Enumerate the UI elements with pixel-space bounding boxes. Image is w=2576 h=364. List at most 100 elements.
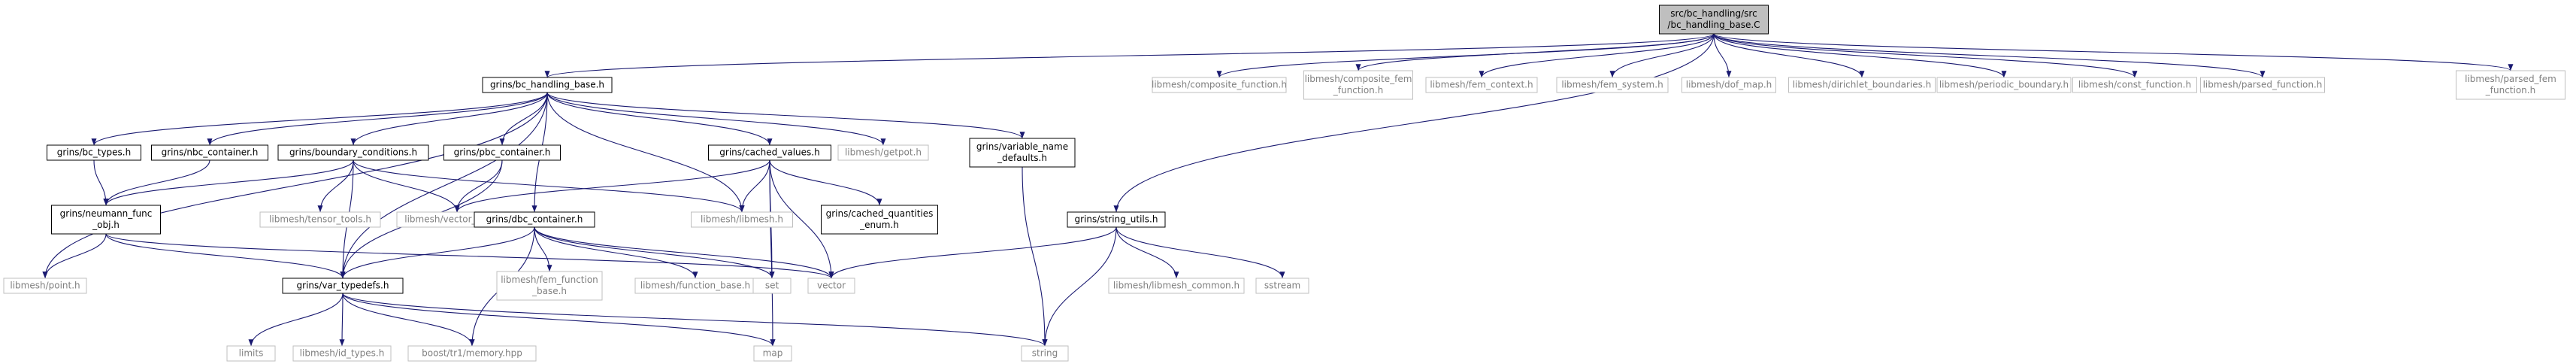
edge-var_typedefs_h-to-limits xyxy=(248,293,344,347)
node-label: libmesh/parsed_function.h xyxy=(2203,80,2323,90)
node-boundary_conditions_h[interactable]: grins/boundary_conditions.h xyxy=(277,144,429,161)
edge-neumann_func_obj_h-to-var_typedefs_h xyxy=(105,233,346,279)
node-box xyxy=(1255,278,1309,294)
node-label: /bc_handling_base.C xyxy=(1667,20,1760,30)
edge-bc_handling_base_h-to-cached_values_h xyxy=(546,92,773,146)
edge-boundary_conditions_h-to-libmesh_h xyxy=(353,159,745,213)
node-var_typedefs_h[interactable]: grins/var_typedefs.h xyxy=(282,278,404,294)
node-box xyxy=(1659,5,1769,35)
node-string[interactable]: string xyxy=(1021,345,1069,362)
node-parsed_function_h[interactable]: libmesh/parsed_function.h xyxy=(2200,77,2325,93)
node-composite_fem_function_h[interactable]: libmesh/composite_fem_function.h xyxy=(1303,70,1413,100)
edge-var_typedefs_h-to-memory_hpp xyxy=(342,293,475,347)
edge-dbc_container_h-to-vector xyxy=(534,226,834,279)
node-libmesh_h[interactable]: libmesh/libmesh.h xyxy=(691,211,793,228)
edge-bc_handling_base_h-to-var_typedefs_h xyxy=(340,92,548,279)
edge-boundary_conditions_h-to-neumann_func_obj_h xyxy=(103,159,354,206)
edge-nbc_container_h-to-neumann_func_obj_h xyxy=(103,159,210,206)
edge-root-to-periodic_boundary_h xyxy=(1713,33,2007,78)
node-composite_function_h[interactable]: libmesh/composite_function.h xyxy=(1152,77,1287,93)
node-libmesh_common_h[interactable]: libmesh/libmesh_common.h xyxy=(1108,278,1245,294)
node-id_types_h[interactable]: libmesh/id_types.h xyxy=(292,345,392,362)
node-box xyxy=(226,345,276,362)
edge-string_utils_h-to-string xyxy=(1042,226,1117,347)
node-dof_map_h[interactable]: libmesh/dof_map.h xyxy=(1682,77,1776,93)
node-label: limits xyxy=(239,348,264,359)
node-periodic_boundary_h[interactable]: libmesh/periodic_boundary.h xyxy=(1936,77,2072,93)
node-label: grins/boundary_conditions.h xyxy=(289,147,417,158)
edge-string_utils_h-to-libmesh_common_h xyxy=(1115,226,1179,279)
node-root[interactable]: src/bc_handling/src/bc_handling_base.C xyxy=(1659,5,1769,35)
node-box xyxy=(47,144,141,161)
node-parsed_fem_function_h[interactable]: libmesh/parsed_fem_function.h xyxy=(2456,70,2565,100)
node-tensor_tools_h[interactable]: libmesh/tensor_tools.h xyxy=(259,211,381,228)
node-fem_context_h[interactable]: libmesh/fem_context.h xyxy=(1425,77,1538,93)
edge-cached_values_h-to-cached_quantities_enum_h xyxy=(769,159,882,206)
node-nbc_container_h[interactable]: grins/nbc_container.h xyxy=(151,144,268,161)
node-label: _function.h xyxy=(1333,85,1383,96)
node-label: map xyxy=(763,348,783,359)
node-box xyxy=(837,144,929,161)
node-cached_quantities_enum_h[interactable]: grins/cached_quantities_enum.h xyxy=(821,205,938,235)
edge-root-to-parsed_function_h xyxy=(1713,33,2266,78)
edge-root-to-composite_fem_function_h xyxy=(1355,33,1715,71)
node-label: grins/variable_name xyxy=(976,141,1068,152)
node-box xyxy=(1682,77,1776,93)
edge-bc_types_h-to-neumann_func_obj_h xyxy=(93,159,109,206)
node-point_h[interactable]: libmesh/point.h xyxy=(3,278,87,294)
node-box xyxy=(1788,77,1936,93)
edge-root-to-composite_function_h xyxy=(1216,33,1715,78)
edge-root-to-fem_context_h xyxy=(1479,33,1715,78)
node-variable_name_defaults_h[interactable]: grins/variable_name_defaults.h xyxy=(969,138,1076,168)
node-label: libmesh/fem_system.h xyxy=(1561,80,1663,90)
node-label: grins/cached_quantities xyxy=(826,208,934,219)
node-box xyxy=(1425,77,1538,93)
node-label: libmesh/dof_map.h xyxy=(1686,80,1772,90)
node-bc_types_h[interactable]: grins/bc_types.h xyxy=(47,144,141,161)
node-vector[interactable]: vector xyxy=(807,278,855,294)
node-box xyxy=(2072,77,2197,93)
node-box xyxy=(292,345,392,362)
edge-dbc_container_h-to-var_typedefs_h xyxy=(340,226,535,279)
node-label: _obj.h xyxy=(92,220,120,230)
node-label: libmesh/composite_fem xyxy=(1305,74,1412,84)
node-string_utils_h[interactable]: grins/string_utils.h xyxy=(1067,211,1166,228)
node-fem_system_h[interactable]: libmesh/fem_system.h xyxy=(1556,77,1669,93)
node-neumann_func_obj_h[interactable]: grins/neumann_func_obj.h xyxy=(51,205,161,235)
node-function_base_h[interactable]: libmesh/function_base.h xyxy=(634,278,756,294)
node-bc_handling_base_h[interactable]: grins/bc_handling_base.h xyxy=(482,77,613,93)
node-box xyxy=(691,211,793,228)
edge-var_typedefs_h-to-map xyxy=(342,293,776,347)
node-label: src/bc_handling/src xyxy=(1670,8,1757,19)
node-dbc_container_h[interactable]: grins/dbc_container.h xyxy=(474,211,595,228)
node-label: libmesh/parsed_fem xyxy=(2465,74,2556,84)
node-box xyxy=(1556,77,1669,93)
edge-boundary_conditions_h-to-tensor_tools_h xyxy=(317,159,354,213)
node-pbc_container_h[interactable]: grins/pbc_container.h xyxy=(443,144,561,161)
edge-bc_handling_base_h-to-bc_types_h xyxy=(91,92,548,146)
edge-root-to-bc_handling_base_h xyxy=(544,33,1715,78)
node-set[interactable]: set xyxy=(752,278,792,294)
edge-bc_handling_base_h-to-libmesh_h xyxy=(546,92,745,213)
node-label: grins/string_utils.h xyxy=(1075,214,1158,225)
edge-boundary_conditions_h-to-vector_value_h xyxy=(353,159,460,213)
edge-string_utils_h-to-vector xyxy=(828,226,1117,279)
node-memory_hpp[interactable]: boost/tr1/memory.hpp xyxy=(407,345,537,362)
node-label: vector xyxy=(817,281,846,291)
node-label: libmesh/id_types.h xyxy=(300,348,385,359)
edge-var_typedefs_h-to-string xyxy=(342,293,1048,347)
node-limits[interactable]: limits xyxy=(226,345,276,362)
node-cached_values_h[interactable]: grins/cached_values.h xyxy=(708,144,831,161)
edge-layer xyxy=(42,33,2514,347)
node-label: grins/nbc_container.h xyxy=(162,147,259,158)
node-label: libmesh/libmesh.h xyxy=(701,214,783,225)
node-getpot_h[interactable]: libmesh/getpot.h xyxy=(837,144,929,161)
node-map[interactable]: map xyxy=(753,345,792,362)
node-const_function_h[interactable]: libmesh/const_function.h xyxy=(2072,77,2197,93)
node-label: libmesh/fem_function xyxy=(501,275,598,285)
node-dirichlet_boundaries_h[interactable]: libmesh/dirichlet_boundaries.h xyxy=(1788,77,1936,93)
edge-root-to-fem_system_h xyxy=(1609,33,1715,78)
node-fem_function_base_h[interactable]: libmesh/fem_function_base.h xyxy=(496,271,603,301)
node-sstream[interactable]: sstream xyxy=(1255,278,1309,294)
